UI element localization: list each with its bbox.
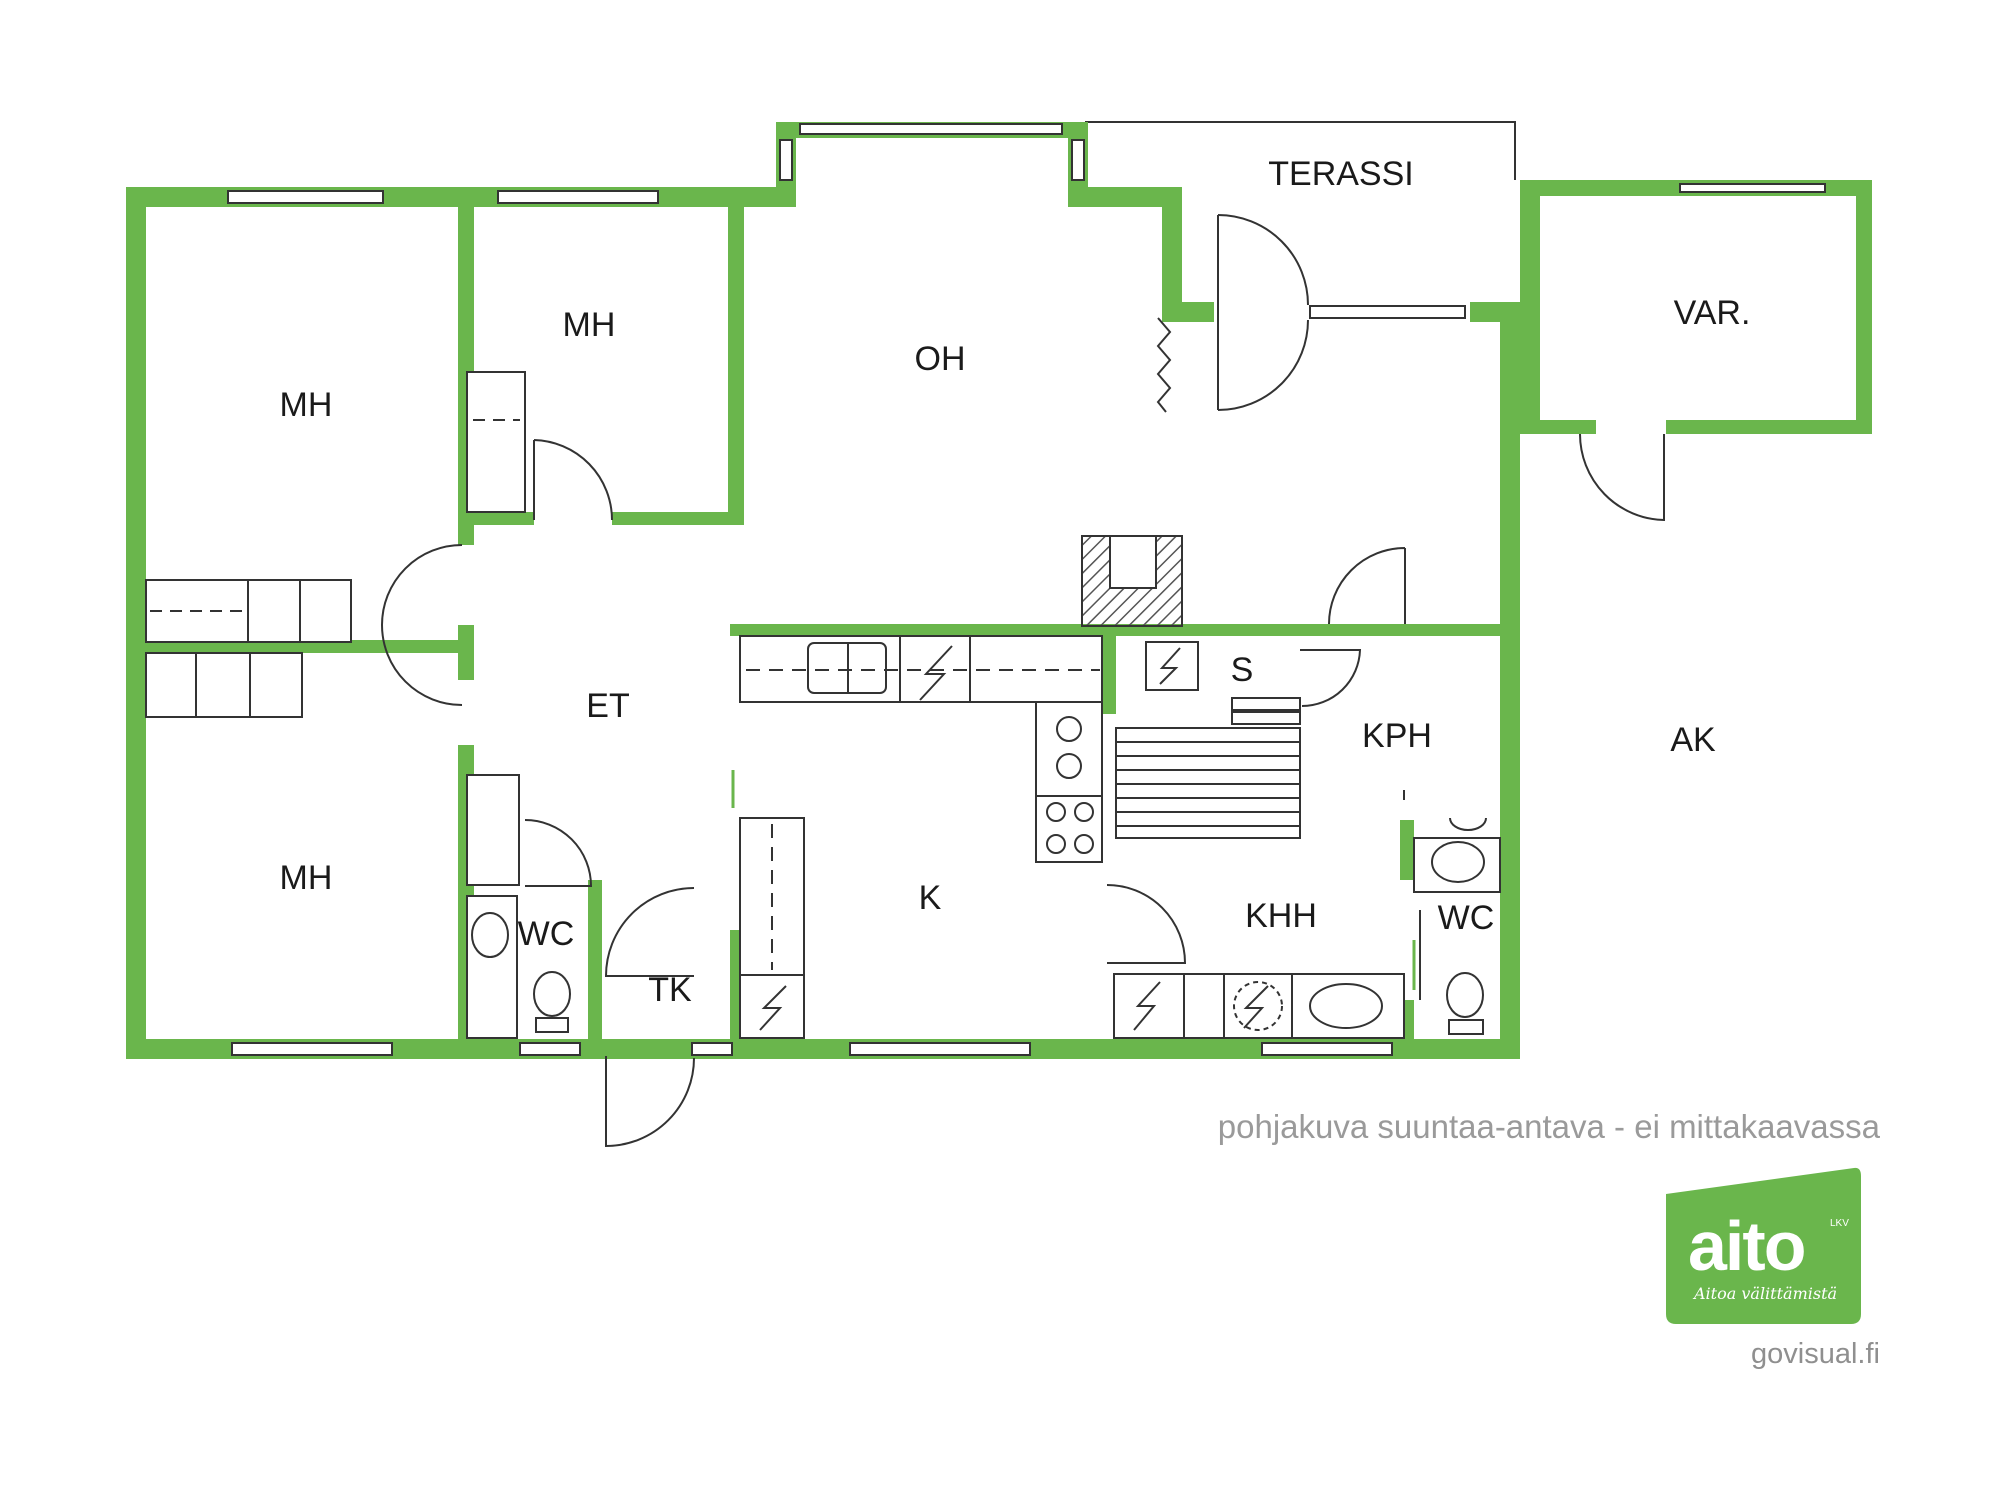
room-label-terassi: TERASSI: [1268, 155, 1413, 193]
room-label-kph: KPH: [1362, 717, 1432, 755]
sauna: [1115, 641, 1301, 839]
disclaimer-text: pohjakuva suuntaa-antava - ei mittakaava…: [1217, 1108, 1880, 1145]
room-label-wc-left: WC: [518, 915, 575, 953]
windows: [227, 123, 1826, 1056]
logo-tagline: Aitoa välittämistä: [1694, 1284, 1838, 1303]
room-label-ak: AK: [1670, 721, 1716, 759]
fireplace: [1081, 535, 1183, 627]
logo-wordmark: aito: [1688, 1207, 1806, 1285]
room-label-tk: TK: [648, 971, 692, 1009]
room-label-et: ET: [586, 687, 629, 725]
room-label-mh-upper-mid: MH: [563, 306, 616, 344]
room-label-mh-lower-left: MH: [280, 859, 333, 897]
kitchen-counters: [739, 635, 1103, 1039]
logo-badge: LKV: [1830, 1218, 1849, 1229]
electric-symbols: [759, 645, 1269, 1031]
wc-fixtures: [466, 817, 1501, 1039]
doors: [381, 214, 1665, 1148]
walls: [126, 122, 1872, 1059]
khh-counters: [1113, 973, 1405, 1039]
room-label-var: VAR.: [1674, 294, 1751, 332]
radiator-zigzag: [1156, 317, 1172, 413]
credit-text: govisual.fi: [1751, 1338, 1880, 1370]
room-label-khh: KHH: [1245, 897, 1317, 935]
aito-logo[interactable]: aito LKV Aitoa välittämistä: [1666, 1164, 1861, 1324]
counter-dashes: [746, 669, 1100, 970]
room-label-k: K: [919, 879, 942, 917]
room-label-mh-upper-left: MH: [280, 386, 333, 424]
aito-logo-shape: [1666, 1167, 1861, 1324]
opening-marks: [731, 770, 1416, 990]
room-label-wc-right: WC: [1438, 899, 1495, 937]
wardrobe-dashes: [150, 419, 520, 612]
room-label-oh: OH: [915, 340, 966, 378]
room-label-s: S: [1231, 651, 1254, 689]
